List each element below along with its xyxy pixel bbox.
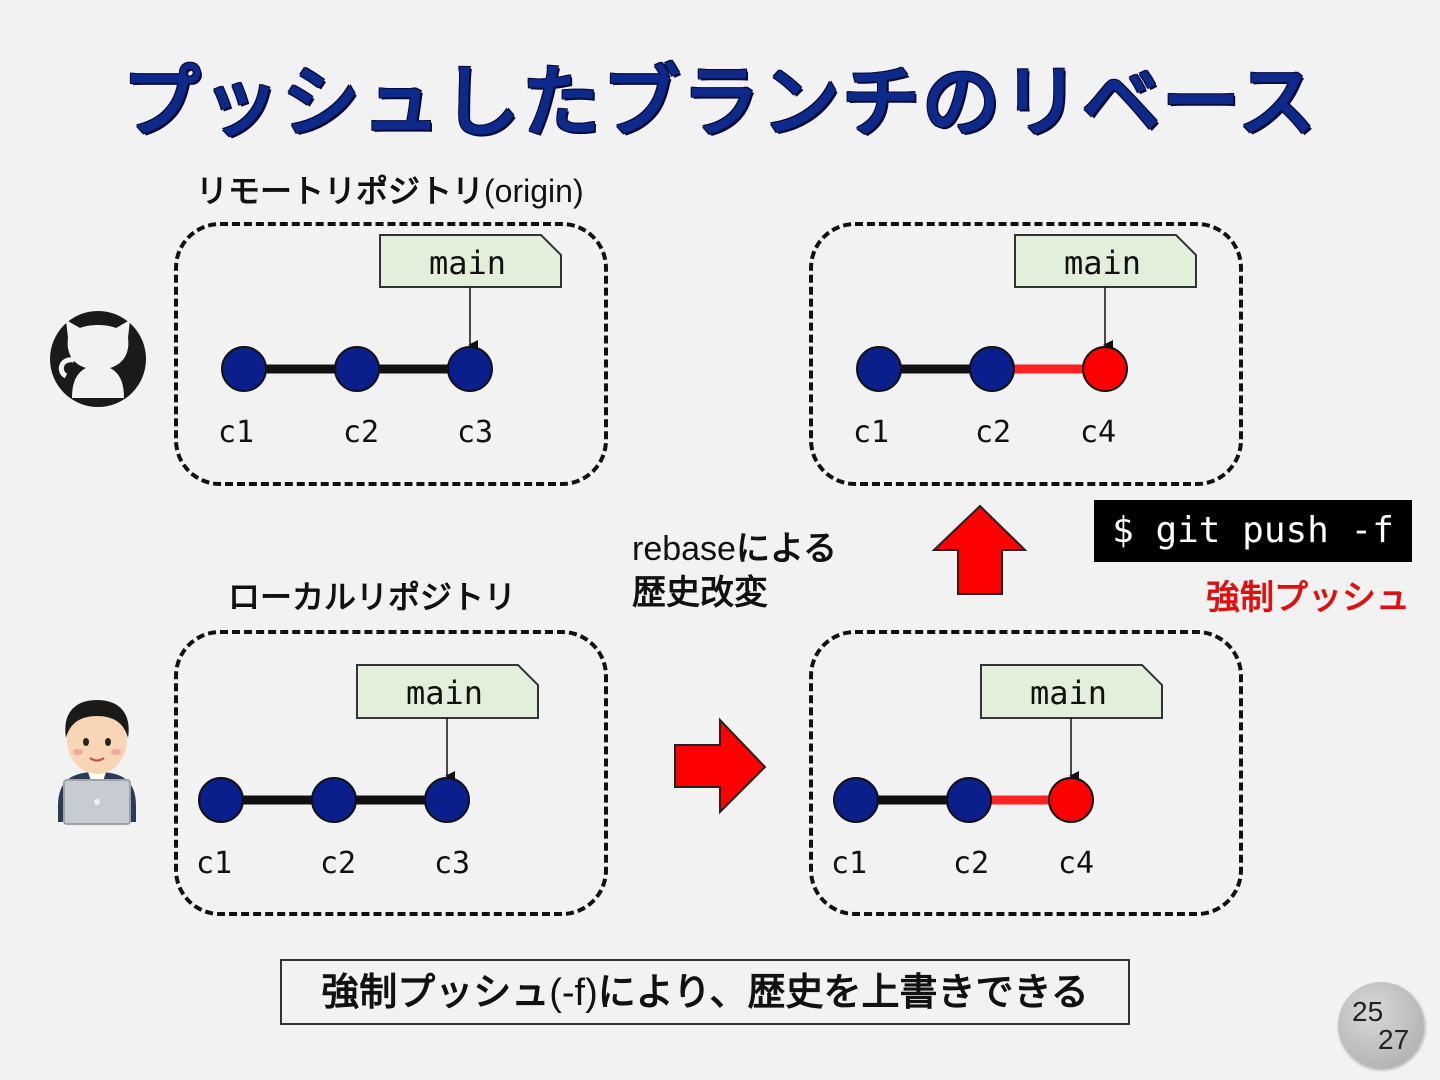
commit-label: c1 <box>853 415 890 450</box>
commit-label: c4 <box>1058 846 1095 881</box>
branch-tag-main <box>379 234 562 288</box>
summary-note-part2: により、歴史を上書きできる <box>597 970 1089 1014</box>
commit-node-c4 <box>1082 346 1128 392</box>
commit-label: c2 <box>343 415 380 450</box>
commit-node-c4 <box>1048 777 1094 823</box>
commit-label: c3 <box>457 415 494 450</box>
commit-label: c4 <box>1080 415 1117 450</box>
force-push-label: 強制プッシュ <box>1206 578 1410 618</box>
remote-before-graph <box>221 234 562 392</box>
branch-label-main: main <box>428 244 507 282</box>
remote-after-graph <box>856 234 1197 392</box>
commit-node-c1 <box>198 777 244 823</box>
page-total: 27 <box>1378 1024 1410 1055</box>
commit-node-c3 <box>424 777 470 823</box>
local-before-graph <box>198 664 539 823</box>
rebase-word: rebase <box>632 530 736 568</box>
rebase-arrow-right <box>674 717 767 815</box>
remote-repo-before <box>174 222 608 486</box>
commit-label: c2 <box>953 846 990 881</box>
commit-label: c1 <box>218 415 255 450</box>
commit-label: c2 <box>320 846 357 881</box>
branch-tag-main <box>980 664 1163 719</box>
summary-note-flag: (-f) <box>549 972 598 1014</box>
branch-label-main: main <box>405 674 484 712</box>
commit-node-c2 <box>969 346 1015 392</box>
summary-note-part1: 強制プッシュ <box>321 970 550 1014</box>
commit-node-c1 <box>221 346 267 392</box>
summary-note: 強制プッシュ(-f)により、歴史を上書きできる <box>280 959 1130 1025</box>
local-after-graph <box>833 664 1163 823</box>
commit-node-c1 <box>856 346 902 392</box>
local-repo-after <box>809 630 1243 916</box>
git-push-command: $ git push -f <box>1094 500 1412 562</box>
remote-repo-label-origin: (origin) <box>484 173 584 209</box>
remote-repo-label: リモートリポジトリ(origin) <box>196 166 584 212</box>
commit-label: c1 <box>196 846 233 881</box>
commit-node-c2 <box>334 346 380 392</box>
remote-repo-after <box>809 222 1243 486</box>
commit-node-c2 <box>311 777 357 823</box>
commit-label: c2 <box>975 415 1012 450</box>
local-repo-label: ローカルリポジトリ <box>228 578 517 616</box>
page-indicator: 25 27 <box>1338 982 1424 1068</box>
developer-with-laptop-icon <box>58 700 136 825</box>
push-arrow-up <box>931 504 1028 595</box>
branch-tag-main <box>1014 234 1197 288</box>
rebase-suffix: による <box>735 529 837 569</box>
rebase-caption: rebaseによる 歴史改変 <box>632 527 837 615</box>
branch-label-main: main <box>1029 674 1108 712</box>
commit-label: c1 <box>831 846 868 881</box>
commit-node-c2 <box>946 777 992 823</box>
branch-tag-main <box>356 664 539 719</box>
branch-label-main: main <box>1063 244 1142 282</box>
remote-repo-label-jp: リモートリポジトリ <box>196 172 485 210</box>
commit-node-c1 <box>833 777 879 823</box>
commit-label: c3 <box>434 846 471 881</box>
github-octocat-icon <box>50 311 146 407</box>
rebase-caption-line1: rebaseによる <box>632 527 837 571</box>
page-title: プッシュしたブランチのリベース <box>121 58 1319 148</box>
local-repo-before <box>174 630 608 916</box>
rebase-caption-line2: 歴史改変 <box>632 573 768 613</box>
page-current: 25 <box>1352 996 1384 1027</box>
commit-node-c3 <box>447 346 493 392</box>
